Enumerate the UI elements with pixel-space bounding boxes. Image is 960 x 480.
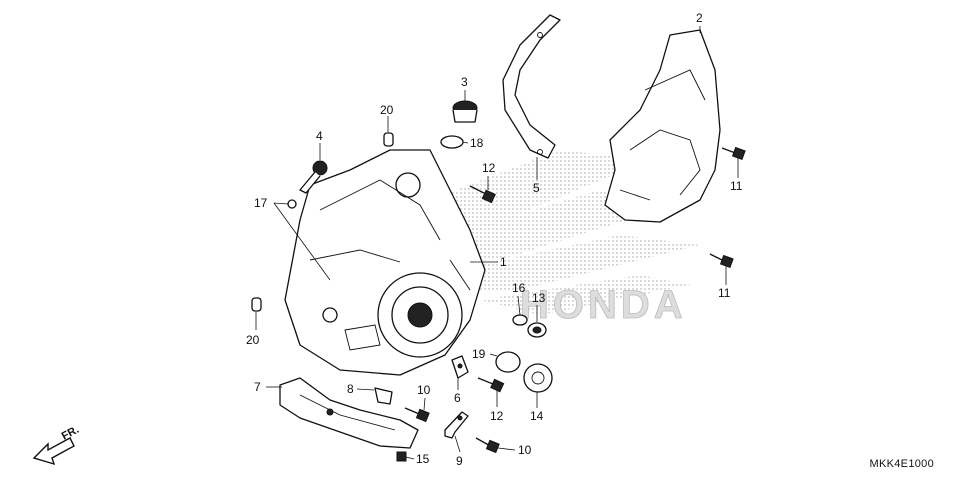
callout-3: 3 — [461, 75, 468, 89]
callout-1: 1 — [500, 255, 507, 269]
callout-11-lower: 11 — [718, 286, 731, 300]
callout-2: 2 — [696, 11, 703, 25]
callout-9: 9 — [456, 454, 463, 468]
part-11-bolt-lower — [709, 253, 734, 269]
callout-20-lower: 20 — [246, 333, 260, 347]
leader-lines — [255, 26, 739, 460]
diagram-code: MKK4E1000 — [869, 458, 934, 470]
callout-12-upper: 12 — [482, 161, 496, 175]
callout-7: 7 — [254, 380, 261, 394]
part-2-sprocket-cover — [604, 29, 721, 223]
callout-20-upper: 20 — [380, 103, 394, 117]
callout-6: 6 — [454, 391, 461, 405]
part-19-o-ring — [495, 351, 521, 373]
part-12-bolt-top — [469, 185, 496, 204]
callout-17: 17 — [254, 196, 268, 210]
callout-5: 5 — [533, 181, 540, 195]
callout-11-upper: 11 — [730, 179, 743, 193]
callout-16: 16 — [512, 281, 526, 295]
part-20-dowel-pin-bottom — [251, 297, 262, 312]
part-12-bolt-bottom — [477, 377, 505, 393]
callout-4: 4 — [316, 129, 323, 143]
front-direction-arrow: FR. — [32, 424, 81, 466]
callout-12-lower: 12 — [490, 409, 504, 423]
part-10-bolt-lower — [475, 437, 500, 454]
part-13-grommet — [527, 322, 547, 338]
callout-19: 19 — [472, 347, 486, 361]
part-7-guard — [279, 377, 419, 449]
part-9-bracket — [444, 411, 469, 439]
part-16-o-ring — [512, 314, 528, 326]
callout-10-lower: 10 — [518, 443, 532, 457]
callout-13: 13 — [532, 291, 546, 305]
part-18-o-ring — [440, 135, 464, 149]
part-11-bolt-upper — [721, 146, 746, 161]
callout-labels: 1 2 3 4 5 6 7 8 9 10 10 11 11 12 12 13 1… — [246, 11, 743, 468]
part-8-bracket — [374, 387, 393, 405]
callout-14: 14 — [530, 409, 544, 423]
part-5-bracket — [502, 14, 561, 159]
part-20-dowel-pin-top — [383, 132, 394, 147]
part-3-cap — [452, 100, 478, 123]
part-6-clamp — [451, 355, 469, 379]
part-14-cap — [523, 363, 553, 393]
callout-18: 18 — [470, 136, 484, 150]
honda-watermark-text: HONDA — [520, 283, 687, 327]
callout-8: 8 — [347, 382, 354, 396]
part-17-washer — [287, 199, 297, 209]
part-10-bolt-upper — [404, 407, 430, 423]
front-direction-label: FR. — [60, 424, 81, 443]
callout-10-upper: 10 — [417, 383, 431, 397]
part-15-bolt — [396, 451, 407, 462]
callout-15: 15 — [416, 452, 430, 466]
part-1-left-crankcase-cover — [284, 149, 486, 376]
part-4-plug — [299, 160, 328, 194]
